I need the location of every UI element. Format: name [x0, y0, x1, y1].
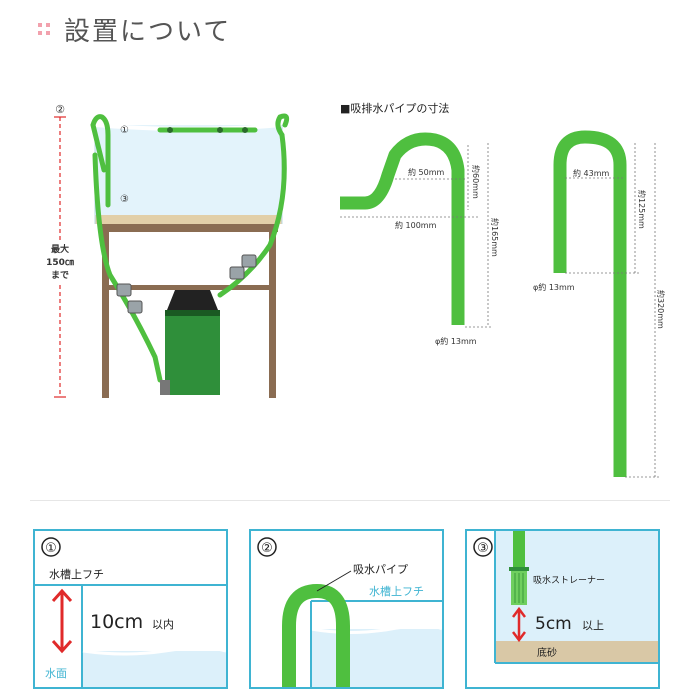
dims-heading: ■吸排水パイプの寸法 [340, 101, 449, 115]
left-drop-label: 約60mm [471, 165, 481, 199]
panel-1-rim-label: 水槽上フチ [49, 568, 104, 581]
left-pipe [340, 132, 465, 325]
height-label-3: まで [51, 270, 69, 281]
strainer [509, 531, 529, 605]
setup-illustration: ② 最大 150㎝ まで [45, 103, 290, 398]
panel-3-strainer-label: 吸水ストレーナー [533, 574, 605, 586]
panel-1-water-label: 水面 [45, 667, 67, 680]
left-length-label: 約165mm [490, 218, 500, 257]
panel-3-value: 5cm [535, 614, 572, 634]
panel-1-suffix: 以内 [152, 617, 174, 631]
right-diameter-label: φ約 13mm [533, 282, 575, 292]
detail-panel-2: ② 吸水パイプ 水槽上フチ [249, 529, 444, 689]
panel-2-rim-label: 水槽上フチ [369, 585, 424, 598]
left-pipe-dim-lines [340, 143, 492, 328]
right-pipe-dim-lines [565, 143, 660, 478]
height-label-1: 最大 [51, 243, 69, 255]
clearance-arrow [512, 606, 526, 643]
callout-2: ② [55, 103, 65, 116]
right-drop-label: 約125mm [637, 190, 647, 229]
panel-2-number: ② [261, 541, 273, 556]
left-span-label: 約 50mm [408, 167, 445, 177]
detail-panel-1: ① 水槽上フチ 10cm 以内 水面 [33, 529, 228, 689]
distance-arrow [51, 588, 73, 654]
page-title-text: 設置について [64, 16, 232, 47]
right-length-label: 約320mm [656, 290, 666, 329]
title-bullet-icon [38, 23, 50, 35]
panel-2-pipe-label: 吸水パイプ [353, 563, 408, 576]
right-span-label: 約 43mm [573, 168, 610, 178]
section-divider [30, 500, 670, 501]
panel-1-number: ① [45, 541, 57, 556]
aquarium-tank [94, 123, 283, 224]
valve-right [229, 254, 257, 280]
left-diameter-label: φ約 13mm [435, 336, 477, 346]
page-title: 設置について [38, 12, 232, 47]
panel-3-suffix: 以上 [582, 619, 604, 632]
left-reach-label: 約 100mm [395, 220, 437, 230]
detail-panel-3: ③ 吸水ストレーナー 5cm 以上 底砂 [465, 529, 660, 689]
callout-1: ① [120, 125, 129, 136]
tank-stand [100, 224, 278, 398]
panel-1-value: 10cm [90, 611, 143, 633]
valve-left [116, 283, 143, 314]
panel-3-number: ③ [477, 541, 489, 556]
callout-3: ③ [120, 194, 129, 205]
hose-pipes [90, 113, 290, 383]
spray-bar [167, 127, 248, 133]
filter-canister [160, 290, 220, 395]
right-pipe [553, 130, 627, 477]
panel-3-sand-label: 底砂 [537, 646, 557, 659]
pipe-dimensions: ■吸排水パイプの寸法 約 50mm 約60mm 約 100mm 約165mm φ… [340, 101, 666, 478]
height-label-2: 150㎝ [46, 258, 74, 268]
